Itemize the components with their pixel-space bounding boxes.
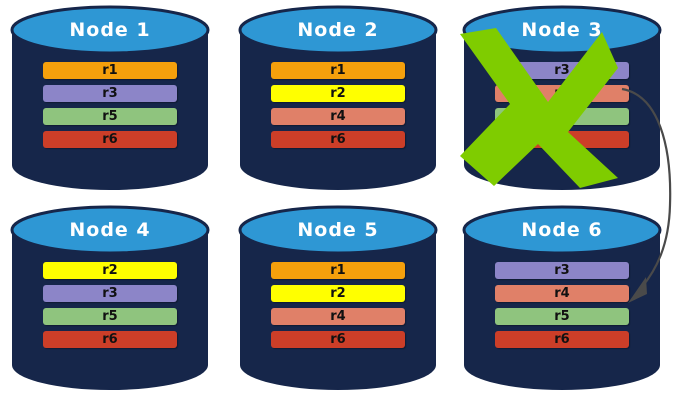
replica-label: r5	[102, 109, 118, 124]
replica-label: r4	[554, 286, 570, 301]
replica-bar[interactable]: r4	[271, 308, 405, 325]
replica-label: r6	[330, 332, 346, 347]
replica-label: r6	[102, 132, 118, 147]
node-1[interactable]: Node 1 r1 r3 r5 r6	[10, 5, 210, 190]
node-2[interactable]: Node 2 r1 r2 r4 r6	[238, 5, 438, 190]
replica-bar[interactable]: r6	[495, 331, 629, 348]
replica-label: r3	[554, 263, 570, 278]
replica-list: r3 r4 r5 r6	[495, 62, 629, 154]
replica-list: r2 r3 r5 r6	[43, 262, 177, 354]
replica-label: r5	[102, 309, 118, 324]
replica-list: r3 r4 r5 r6	[495, 262, 629, 354]
replica-bar[interactable]: r1	[271, 62, 405, 79]
replica-label: r3	[102, 86, 118, 101]
replica-label: r6	[554, 332, 570, 347]
replica-label: r6	[330, 132, 346, 147]
node-4[interactable]: Node 4 r2 r3 r5 r6	[10, 205, 210, 390]
replica-list: r1 r3 r5 r6	[43, 62, 177, 154]
replica-label: r5	[554, 309, 570, 324]
replica-bar[interactable]: r6	[43, 331, 177, 348]
replica-bar[interactable]: r2	[271, 285, 405, 302]
replica-bar[interactable]: r6	[271, 331, 405, 348]
replica-bar[interactable]: r2	[43, 262, 177, 279]
replica-bar[interactable]: r5	[495, 308, 629, 325]
replica-label: r2	[330, 286, 346, 301]
replica-bar[interactable]: r1	[271, 262, 405, 279]
replica-bar[interactable]: r5	[43, 108, 177, 125]
replica-list: r1 r2 r4 r6	[271, 262, 405, 354]
replica-label: r4	[330, 109, 346, 124]
replica-label: r4	[330, 309, 346, 324]
replica-bar[interactable]: r3	[495, 62, 629, 79]
replica-label: r3	[102, 286, 118, 301]
replica-bar[interactable]: r1	[43, 62, 177, 79]
replica-label: r6	[554, 132, 570, 147]
replica-bar[interactable]: r6	[495, 131, 629, 148]
replica-bar[interactable]: r5	[495, 108, 629, 125]
replica-label: r1	[330, 63, 346, 78]
replica-bar[interactable]: r4	[271, 108, 405, 125]
replica-label: r3	[554, 63, 570, 78]
replica-label: r2	[330, 86, 346, 101]
replica-label: r1	[102, 63, 118, 78]
node-3[interactable]: Node 3 r3 r4 r5 r6	[462, 5, 662, 190]
replica-label: r4	[554, 86, 570, 101]
replica-label: r2	[102, 263, 118, 278]
replica-label: r1	[330, 263, 346, 278]
replica-bar[interactable]: r6	[43, 131, 177, 148]
node-6[interactable]: Node 6 r3 r4 r5 r6	[462, 205, 662, 390]
replica-bar[interactable]: r5	[43, 308, 177, 325]
replica-label: r6	[102, 332, 118, 347]
replica-bar[interactable]: r3	[495, 262, 629, 279]
replica-bar[interactable]: r3	[43, 85, 177, 102]
replica-bar[interactable]: r6	[271, 131, 405, 148]
replica-bar[interactable]: r4	[495, 85, 629, 102]
replica-bar[interactable]: r3	[43, 285, 177, 302]
replica-bar[interactable]: r2	[271, 85, 405, 102]
node-5[interactable]: Node 5 r1 r2 r4 r6	[238, 205, 438, 390]
replica-list: r1 r2 r4 r6	[271, 62, 405, 154]
replica-bar[interactable]: r4	[495, 285, 629, 302]
replica-label: r5	[554, 109, 570, 124]
